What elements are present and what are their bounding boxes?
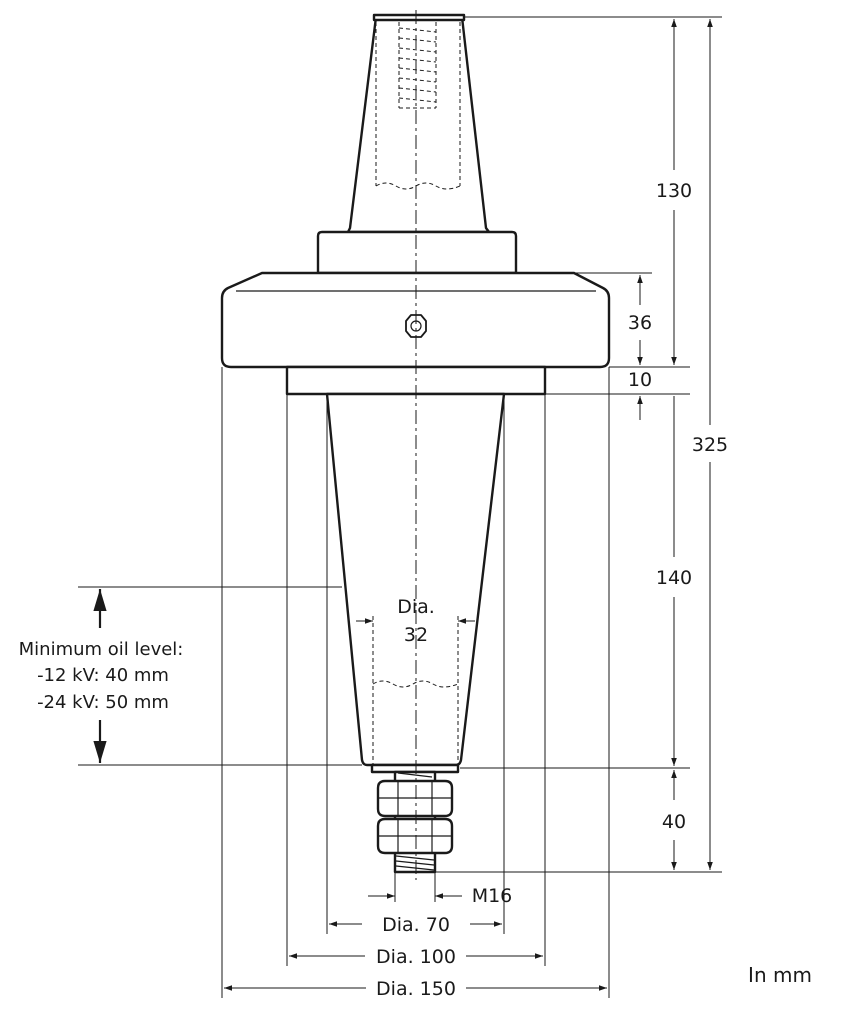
unit-label: In mm: [748, 963, 812, 987]
dia-32-label-bottom: 32: [404, 624, 428, 646]
upper-cone: [346, 15, 491, 234]
upper-collar: [316, 230, 518, 275]
dia-100-label: Dia. 100: [376, 946, 456, 968]
dim-130-label: 130: [656, 180, 692, 202]
oil-level-title: Minimum oil level:: [19, 639, 184, 660]
horizontal-dimensions: [224, 618, 607, 991]
dim-325-label: 325: [692, 434, 728, 456]
dim-36-label: 36: [628, 312, 652, 334]
extension-lines-right: [435, 16, 722, 873]
oil-level-24kv: -24 kV: 50 mm: [37, 692, 169, 713]
top-cap: [372, 13, 466, 22]
dia-70-label: Dia. 70: [382, 914, 450, 936]
dia-32-label-top: Dia.: [397, 596, 435, 618]
dia-150-label: Dia. 150: [376, 978, 456, 1000]
vertical-dimensions: [637, 19, 713, 870]
oil-level-12kv: -12 kV: 40 mm: [37, 665, 169, 686]
dim-10-label: 10: [628, 369, 652, 391]
oil-level-indicator: [78, 586, 362, 766]
m16-label: M16: [472, 885, 513, 907]
flange-hex-nut: [405, 314, 427, 338]
dim-40-label: 40: [662, 811, 686, 833]
extension-lines-bottom: [221, 367, 610, 998]
dim-140-label: 140: [656, 567, 692, 589]
